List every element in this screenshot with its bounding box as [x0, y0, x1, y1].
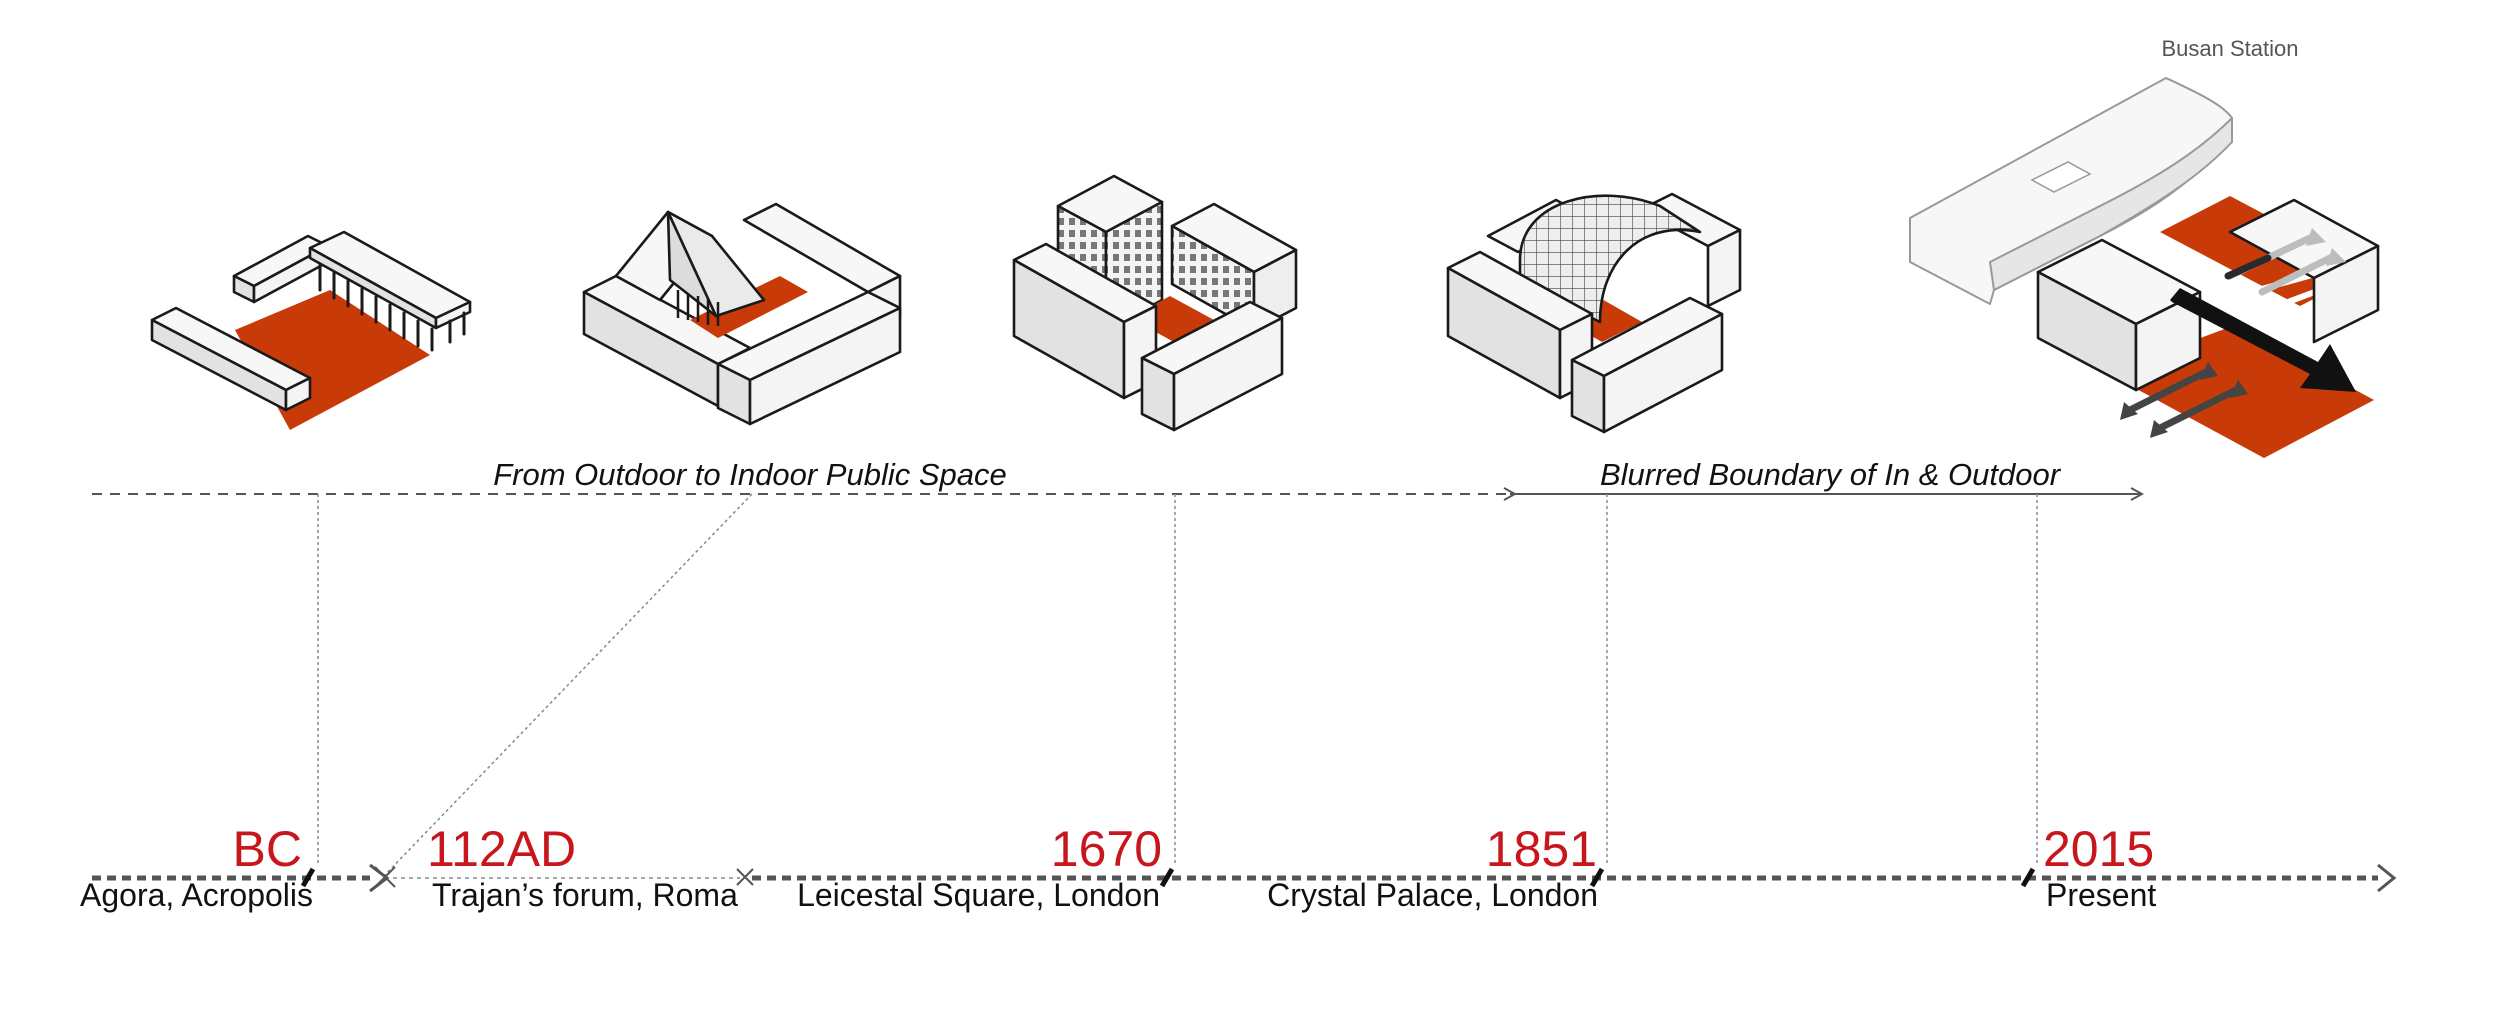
break-cross-right	[736, 868, 754, 886]
era-label-outdoor-to-indoor: From Outdoor to Indoor Public Space	[493, 457, 1006, 492]
milestone-year-1670: 1670	[1051, 821, 1162, 877]
plaza-floor	[690, 276, 808, 338]
milestone-year-bc: BC	[233, 821, 302, 877]
timeline-axis	[92, 863, 2397, 893]
era-label-blurred-boundary: Blurred Boundary of In & Outdoor	[1600, 457, 2062, 492]
milestone-caption-bc: Agora, Acropolis	[80, 877, 313, 913]
connector-leaders	[317, 493, 2038, 879]
flow-arrows	[2126, 234, 2334, 432]
agora-block-icon	[150, 230, 472, 430]
milestone-caption-2015: Present	[2046, 877, 2156, 913]
square-block-icon	[1012, 174, 1298, 432]
break-cross-left	[374, 866, 396, 888]
milestone-year-112ad: 112AD	[427, 821, 576, 877]
milestone-labels: BC Agora, Acropolis 112AD Trajan’s forum…	[80, 821, 2156, 913]
era-arrows: From Outdoor to Indoor Public Space Blur…	[92, 457, 2142, 494]
busan-station-block-icon: Busan Station	[1909, 36, 2380, 458]
glass-vault	[1518, 194, 1702, 324]
milestone-ticks	[300, 867, 2036, 888]
forum-block-icon	[582, 202, 902, 426]
milestone-caption-112ad: Trajan’s forum, Roma	[432, 877, 738, 913]
tick-1851	[1589, 867, 1605, 888]
milestone-year-2015: 2015	[2043, 821, 2154, 877]
tick-2015	[2020, 867, 2036, 888]
leader-112ad	[381, 493, 753, 879]
milestone-caption-1670: Leicestal Square, London	[797, 877, 1160, 913]
tick-bc	[300, 867, 316, 888]
crystal-palace-block-icon	[1446, 192, 1742, 434]
busan-station-label: Busan Station	[2162, 36, 2299, 61]
milestone-year-1851: 1851	[1486, 821, 1597, 877]
milestone-caption-1851: Crystal Palace, London	[1267, 877, 1598, 913]
main-flow-arrow	[2170, 288, 2356, 392]
timeline-end-arrowhead	[2377, 863, 2397, 893]
tick-1670	[1159, 867, 1175, 888]
